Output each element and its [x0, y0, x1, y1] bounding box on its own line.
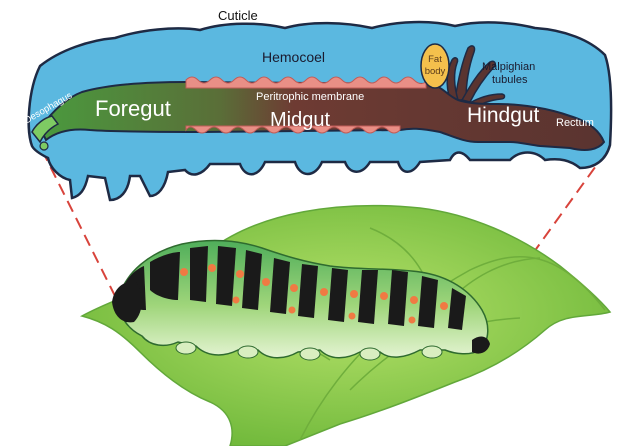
label-midgut: Midgut — [270, 109, 330, 131]
label-malpighian-line1: Malpighian — [482, 61, 535, 73]
label-rectum: Rectum — [556, 117, 594, 129]
label-malpighian-line2: tubules — [492, 74, 528, 86]
label-cuticle: Cuticle — [218, 8, 258, 23]
label-fat-body-line2: body — [425, 66, 446, 77]
label-foregut: Foregut — [95, 96, 171, 121]
label-hindgut: Hindgut — [467, 104, 540, 127]
label-fat-body-line1: Fat — [428, 54, 442, 65]
mouth-opening — [40, 142, 48, 150]
label-peritrophic-membrane: Peritrophic membrane — [256, 91, 364, 103]
label-hemocoel: Hemocoel — [262, 49, 325, 65]
